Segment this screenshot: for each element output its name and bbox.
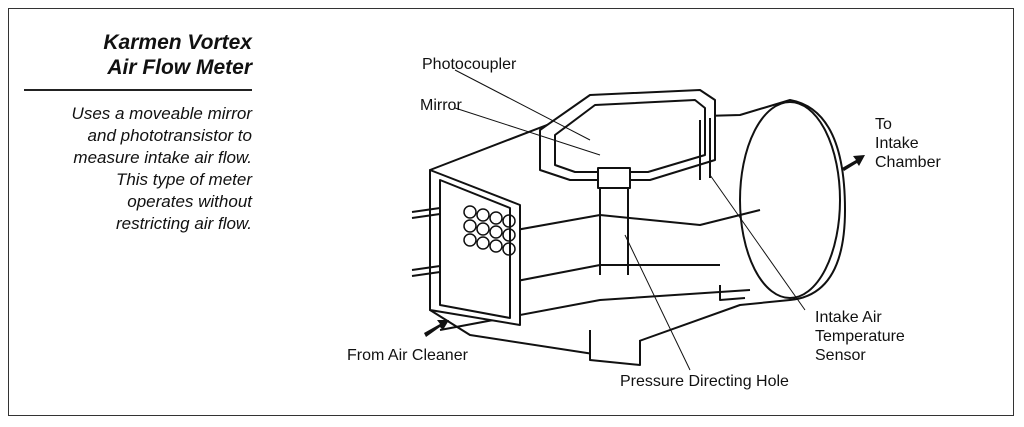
label-sensor: Sensor	[815, 347, 866, 364]
title-line-1: Karmen Vortex	[103, 31, 252, 54]
desc-line: restricting air flow.	[115, 214, 252, 233]
desc-line: This type of meter	[115, 170, 252, 189]
label-intake: Intake	[875, 135, 919, 152]
temperature-sensor	[699, 118, 711, 180]
label-chamber: Chamber	[875, 154, 941, 171]
inlet-face	[429, 169, 521, 326]
sidebar-caption: Karmen Vortex Air Flow Meter Uses a move…	[24, 30, 252, 235]
mounting-stud	[411, 265, 441, 277]
vortex-generator-cells	[463, 205, 516, 256]
figure-description: Uses a moveable mirror and phototransist…	[24, 103, 252, 235]
arrow-to-intake-chamber	[842, 155, 865, 171]
label-photocoupler: Photocoupler	[422, 56, 517, 73]
title-divider	[24, 89, 252, 91]
inner-channel	[459, 209, 761, 241]
label-to: To	[875, 116, 892, 133]
leader-mirror	[454, 107, 601, 156]
leader-temp-sensor	[709, 174, 806, 311]
figure-title: Karmen Vortex Air Flow Meter	[24, 30, 252, 80]
desc-line: and phototransistor to	[87, 126, 252, 145]
outlet-cylinder	[739, 101, 841, 299]
arrow-from-air-cleaner	[424, 320, 449, 337]
leader-pressure-hole	[624, 234, 691, 371]
label-intake-air: Intake Air	[815, 309, 882, 326]
base-mount	[589, 330, 641, 366]
title-line-2: Air Flow Meter	[107, 56, 252, 79]
desc-line: operates without	[127, 192, 252, 211]
mounting-stud	[411, 207, 441, 219]
leader-photocoupler	[454, 69, 591, 141]
desc-line: measure intake air flow.	[73, 148, 252, 167]
probe	[599, 175, 629, 275]
label-pressure-directing-hole: Pressure Directing Hole	[620, 373, 789, 390]
figure-frame	[8, 8, 1014, 416]
label-mirror: Mirror	[420, 97, 462, 114]
desc-line: Uses a moveable mirror	[71, 104, 252, 123]
base-mount	[719, 285, 746, 301]
label-temperature: Temperature	[815, 328, 905, 345]
label-from-air-cleaner: From Air Cleaner	[347, 347, 468, 364]
